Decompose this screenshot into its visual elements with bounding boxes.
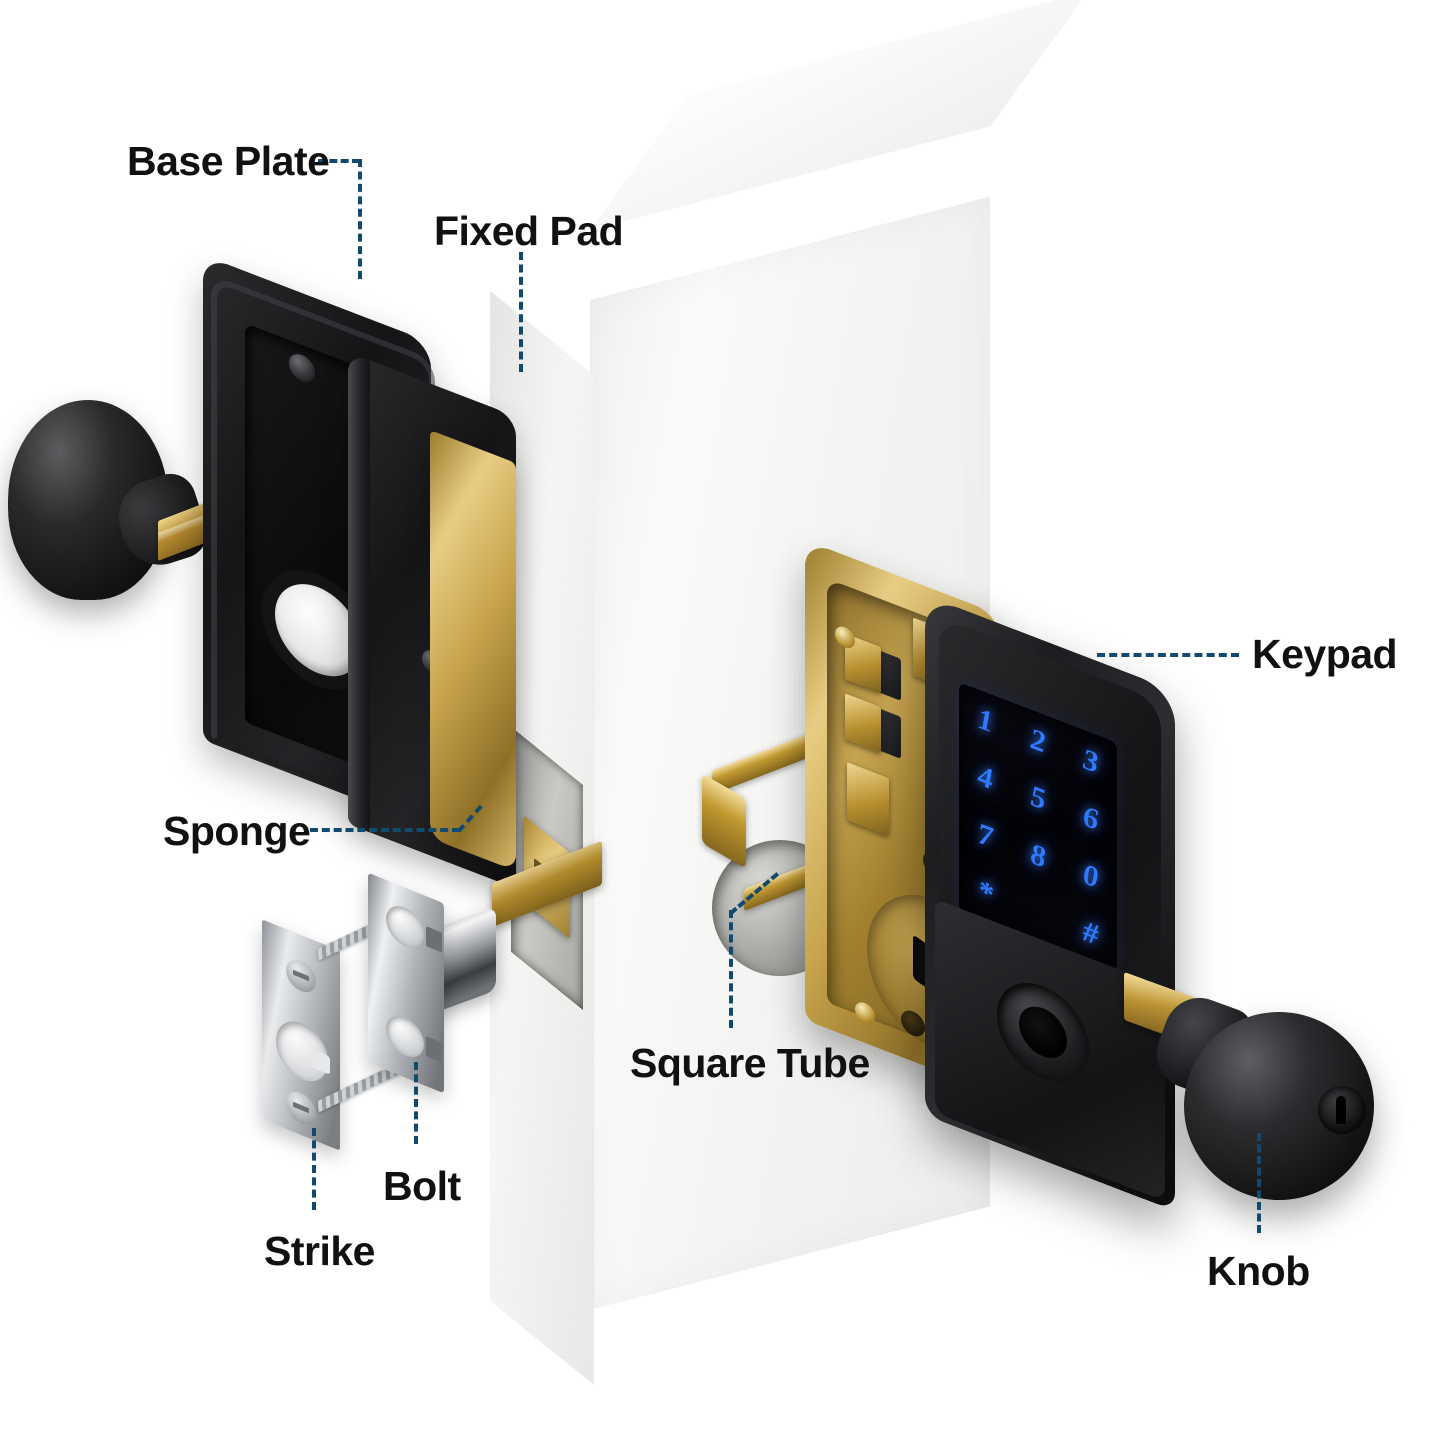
leader-knob	[1257, 1133, 1261, 1233]
door-top-edge	[590, 0, 1089, 230]
keypad-key-1[interactable]: 1	[977, 701, 993, 740]
keypad-key-9[interactable]: 0	[1083, 856, 1099, 896]
leader-keypad	[1097, 653, 1239, 657]
label-sponge: Sponge	[163, 808, 311, 854]
sponge-part	[430, 430, 516, 872]
bolt-faceplate	[368, 872, 444, 1094]
keypad-key-4[interactable]: 4	[977, 758, 993, 798]
label-base-plate: Base Plate	[127, 138, 330, 184]
leader-strike	[312, 1128, 316, 1210]
keypad-key-star[interactable]: *	[977, 873, 993, 913]
bolt-screw-hole	[386, 899, 424, 954]
key-cylinder-icon	[1318, 1086, 1366, 1134]
keypad-part[interactable]: 1 2 3 4 5 6 7 8 0 * #	[925, 595, 1175, 1211]
bolt-slot	[426, 1036, 442, 1063]
keypad-key-2[interactable]: 2	[1030, 721, 1046, 760]
keypad-key-8[interactable]: 8	[1030, 836, 1046, 875]
leader-square-tube-v	[729, 910, 733, 1028]
keypad-key-7[interactable]: 7	[977, 816, 993, 855]
label-knob: Knob	[1207, 1248, 1310, 1294]
leader-bolt	[414, 1062, 418, 1144]
strike-latch-opening	[276, 1012, 328, 1090]
chassis-tab	[845, 693, 881, 754]
label-bolt: Bolt	[383, 1163, 461, 1209]
chassis-screw	[855, 999, 875, 1027]
label-strike: Strike	[264, 1228, 375, 1274]
label-fixed-pad: Fixed Pad	[434, 208, 624, 254]
leader-base-plate-h	[318, 159, 360, 163]
strike-screw-hole	[286, 954, 316, 998]
label-square-tube: Square Tube	[630, 1040, 870, 1086]
bolt-screw-hole	[386, 1009, 424, 1064]
leader-sponge-h	[310, 828, 460, 832]
fixed-pad-edge	[348, 352, 370, 833]
keypad-key-5[interactable]: 5	[1030, 778, 1046, 818]
keypad-key-3[interactable]: 3	[1083, 741, 1099, 781]
leader-fixed-pad	[519, 252, 523, 372]
bolt-slot	[426, 926, 442, 953]
chassis-tab	[847, 762, 889, 837]
keypad-key-6[interactable]: 6	[1083, 798, 1099, 838]
leader-base-plate-v	[358, 159, 362, 279]
keypad-key-hash[interactable]: #	[1083, 913, 1099, 953]
label-keypad: Keypad	[1252, 631, 1398, 677]
chassis-screw	[835, 623, 855, 652]
strike-screw-hole	[286, 1086, 316, 1130]
